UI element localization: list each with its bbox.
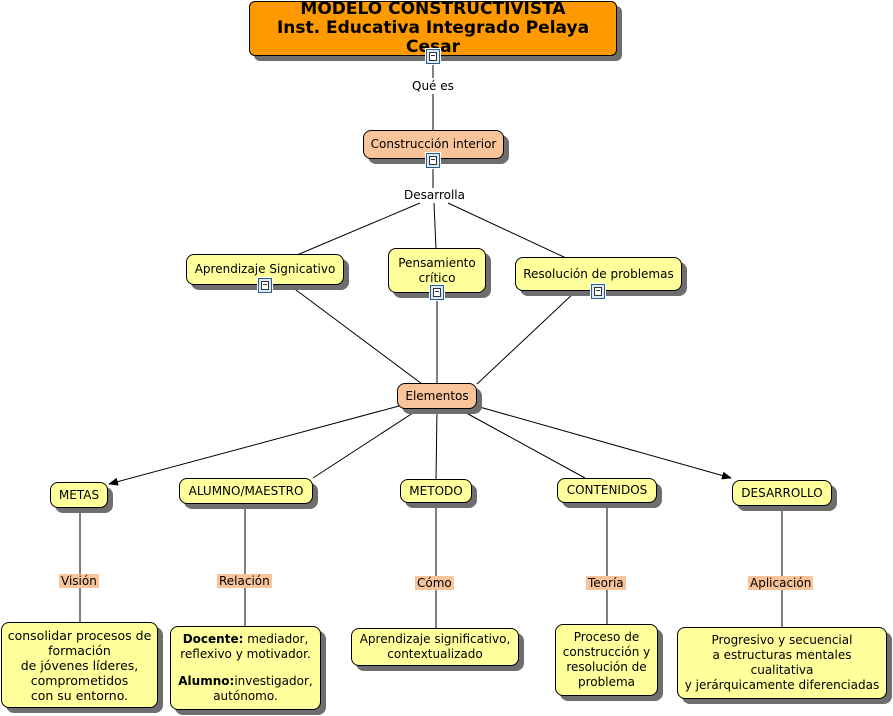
leaf-contenidos-line: problema <box>577 675 635 689</box>
node-construccion-interior[interactable]: Construcción interior <box>363 130 504 159</box>
leaf-metodo-line: Aprendizaje significativo, <box>359 632 511 646</box>
node-pensamiento-label-1: Pensamiento <box>398 255 476 270</box>
leaf-desarrollo-line: cualitativa <box>750 663 814 677</box>
leaf-alumno-line: Alumno:investigador, <box>178 674 312 689</box>
node-desarrollo-label: DESARROLLO <box>741 485 823 500</box>
node-construccion-label: Construcción interior <box>370 137 497 151</box>
node-alumno-maestro[interactable]: ALUMNO/MAESTRO <box>179 478 313 504</box>
node-metodo[interactable]: METODO <box>400 479 472 503</box>
node-metas-label: METAS <box>58 487 100 502</box>
edge-aprendizaje-elementos <box>291 286 423 385</box>
edge-desarrolla-pensamiento <box>433 202 437 250</box>
node-pensamiento-critico[interactable]: Pensamiento crítico <box>388 248 486 293</box>
root-title: MODELO CONSTRUCTIVISTA <box>300 0 566 19</box>
link-aplicacion: Aplicación <box>748 576 814 590</box>
leaf-metas-line: comprometidos <box>30 672 129 688</box>
root-node[interactable]: MODELO CONSTRUCTIVISTA Inst. Educativa I… <box>249 0 617 57</box>
leaf-alumno-maestro[interactable]: Docente: mediador, reflexivo y motivador… <box>170 626 321 710</box>
edge-elementos-alumno <box>312 408 420 479</box>
leaf-desarrollo-line: a estructuras mentales <box>712 648 852 662</box>
edge-elementos-metodo <box>435 408 438 481</box>
edge-elementos-contenidos <box>458 408 586 479</box>
leaf-metas-line: formación <box>48 642 111 658</box>
aprendizaje-document-icon[interactable] <box>258 278 272 293</box>
leaf-contenidos-line: construcción y <box>562 645 651 659</box>
node-elementos[interactable]: Elementos <box>397 383 477 409</box>
leaf-desarrollo-line: Progresivo y secuencial <box>711 633 853 647</box>
edge-elementos-metas <box>108 405 400 486</box>
leaf-metas-line: consolidar procesos de <box>7 627 152 643</box>
node-alumno-maestro-label: ALUMNO/MAESTRO <box>188 483 304 498</box>
leaf-alumno-label: Alumno: <box>178 674 235 688</box>
link-que-es: Qué es <box>410 79 456 93</box>
leaf-docente-label: Docente: <box>182 632 244 646</box>
leaf-desarrollo[interactable]: Progresivo y secuencial a estructuras me… <box>677 627 887 699</box>
leaf-contenidos-line: Proceso de <box>573 630 640 644</box>
leaf-metas[interactable]: consolidar procesos de formación de jóve… <box>1 622 158 708</box>
leaf-metodo-line: contextualizado <box>387 647 483 661</box>
leaf-contenidos-line: resolución de <box>566 660 647 674</box>
leaf-metas-line: con su entorno. <box>30 687 129 703</box>
leaf-metodo[interactable]: Aprendizaje significativo, contextualiza… <box>351 628 519 666</box>
node-contenidos-label: CONTENIDOS <box>566 483 648 497</box>
leaf-desarrollo-line: y jerárquicamente diferenciadas <box>684 678 880 692</box>
node-contenidos[interactable]: CONTENIDOS <box>557 478 657 503</box>
node-pensamiento-label-2: crítico <box>418 270 456 285</box>
node-desarrollo[interactable]: DESARROLLO <box>732 480 832 506</box>
link-vision: Visión <box>59 574 99 588</box>
leaf-contenidos[interactable]: Proceso de construcción y resolución de … <box>555 624 658 696</box>
node-aprendizaje-label: Aprendizaje Signicativo <box>194 262 336 276</box>
link-como: Cómo <box>415 576 454 590</box>
leaf-alumno-text-1: investigador, <box>234 674 313 688</box>
link-desarrolla: Desarrolla <box>402 188 467 202</box>
edge-resolucion-elementos <box>476 290 577 385</box>
edge-desarrolla-resolucion <box>447 202 567 259</box>
leaf-docente-text-2: reflexivo y motivador. <box>180 647 311 661</box>
node-resolucion-label: Resolución de problemas <box>523 266 674 281</box>
resolucion-document-icon[interactable] <box>591 284 605 299</box>
pensamiento-document-icon[interactable] <box>430 285 444 300</box>
root-document-icon[interactable] <box>426 49 440 64</box>
root-subtitle: Inst. Educativa Integrado Pelaya Cesar <box>276 18 590 57</box>
link-relacion: Relación <box>217 574 272 588</box>
node-metodo-label: METODO <box>409 483 463 498</box>
node-resolucion-problemas[interactable]: Resolución de problemas <box>515 257 682 291</box>
node-metas[interactable]: METAS <box>50 482 108 508</box>
construccion-document-icon[interactable] <box>426 153 440 168</box>
leaf-metas-line: de jóvenes líderes, <box>20 657 139 673</box>
edge-elementos-desarrollo <box>475 405 732 480</box>
leaf-docente-text-1: mediador, <box>243 632 309 646</box>
leaf-docente-line: Docente: mediador, <box>183 632 309 647</box>
link-teoria: Teoría <box>586 576 626 590</box>
leaf-alumno-text-2: autónomo. <box>213 689 278 703</box>
edge-desarrolla-aprendizaje <box>296 202 421 256</box>
node-elementos-label: Elementos <box>405 388 469 403</box>
